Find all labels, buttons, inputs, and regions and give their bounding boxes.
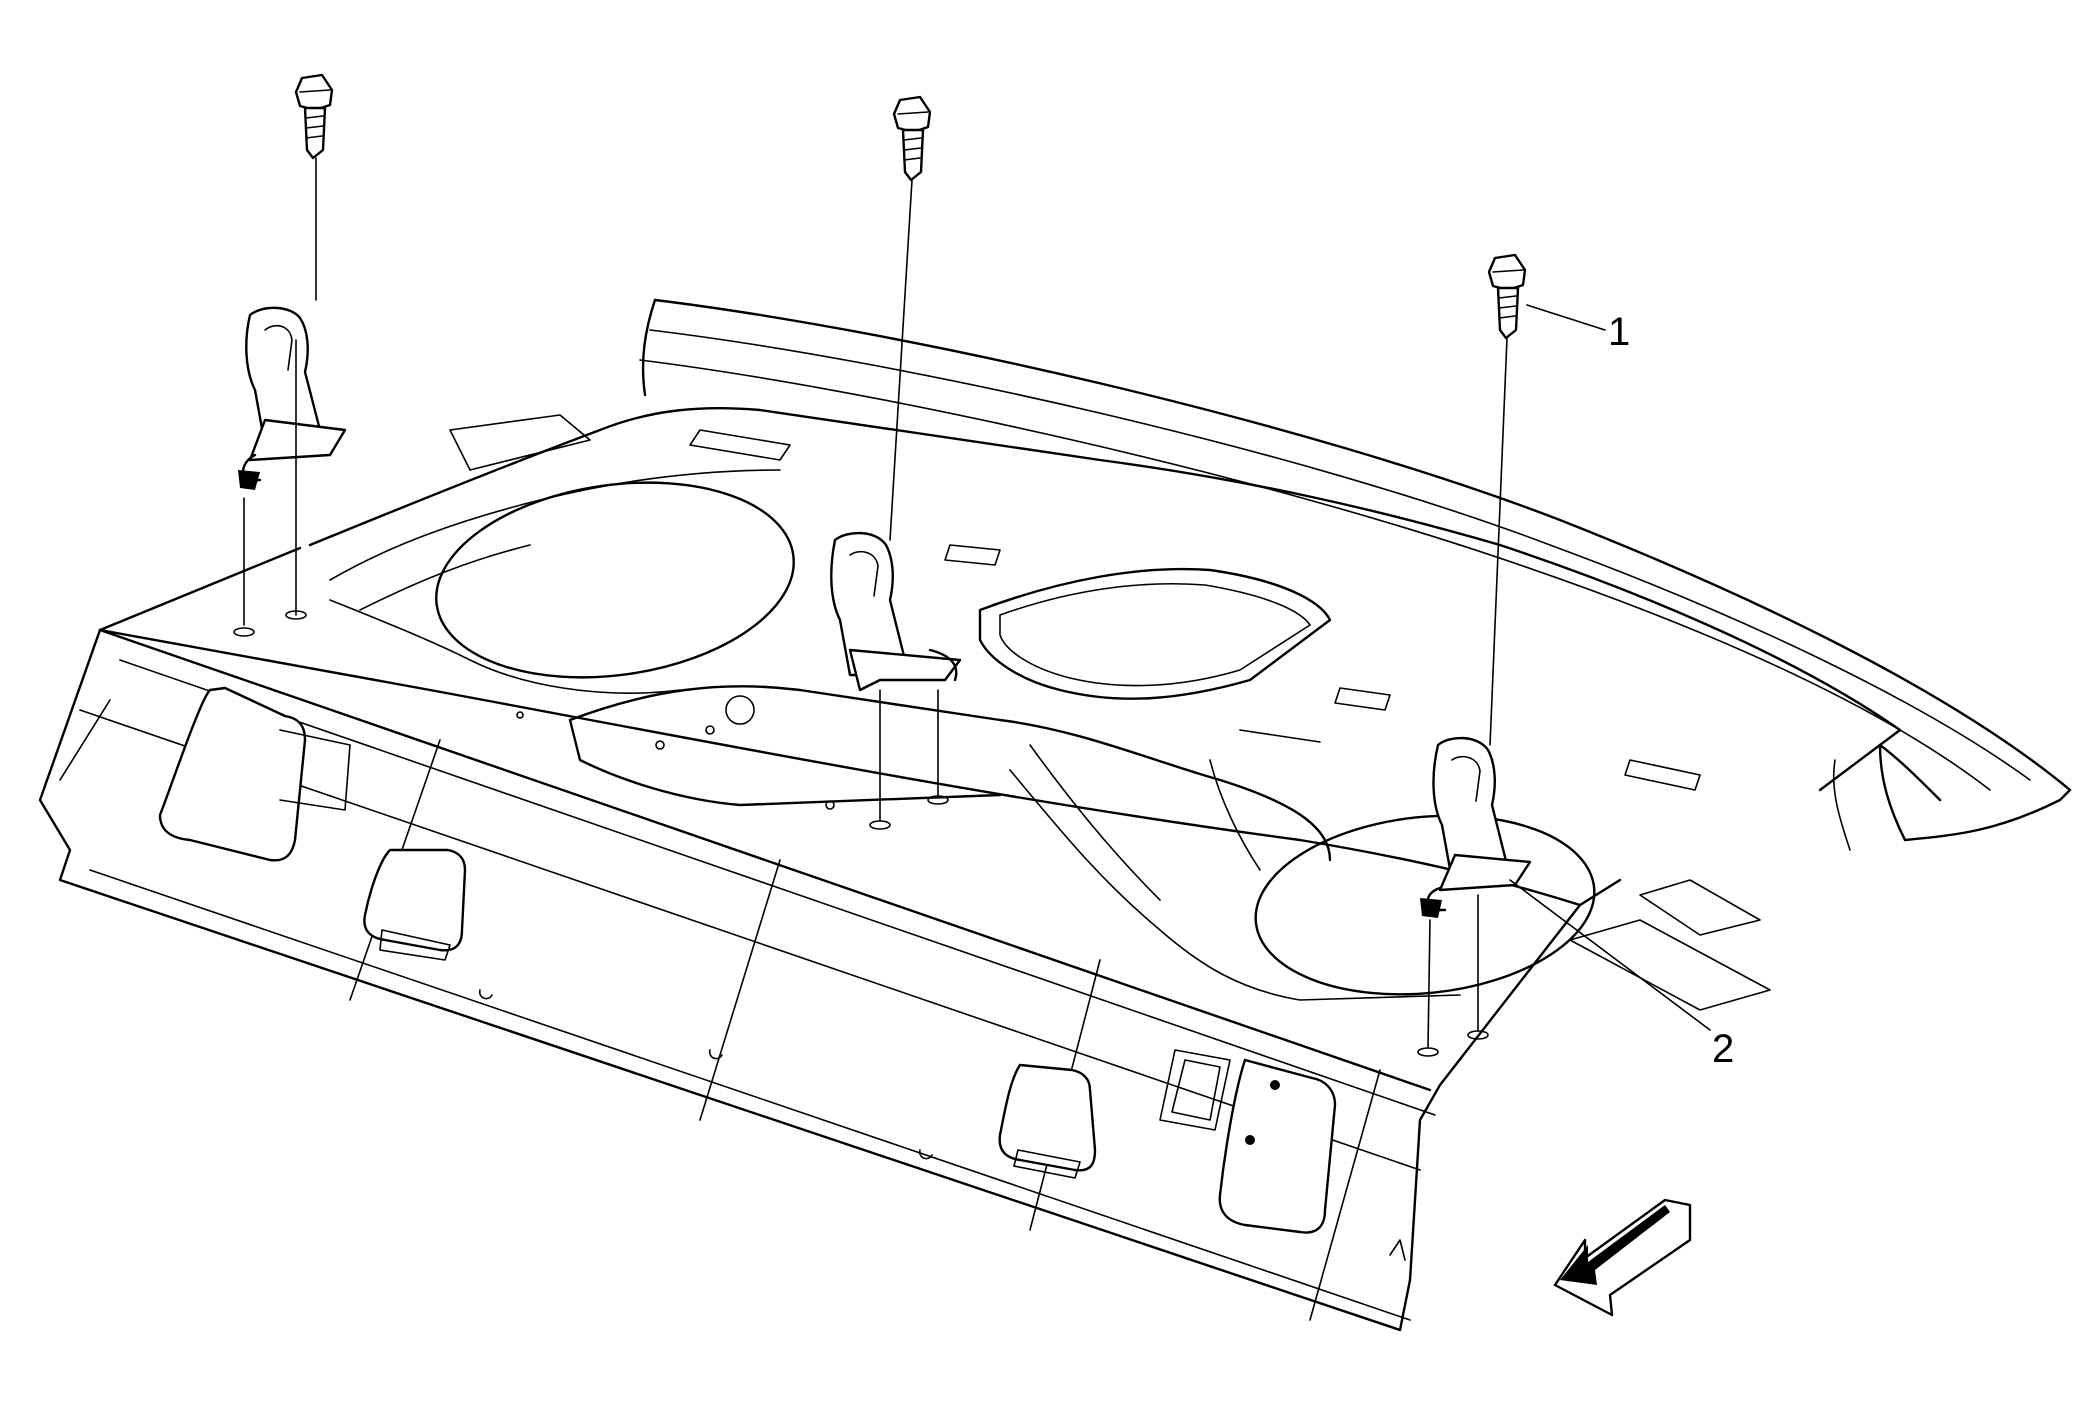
callout-1-label: 1 (1608, 310, 1630, 354)
callout-2: 2 (1509, 879, 1734, 1071)
anchor-bracket-left (238, 306, 347, 490)
rear-shelf-panel (98, 406, 1902, 1011)
bolt-center (869, 95, 949, 830)
callout-1: 1 (1526, 304, 1630, 354)
bolt-right (1417, 253, 1527, 1057)
anchor-bracket-center (830, 531, 962, 692)
front-arrow-icon (1553, 1198, 1692, 1317)
front-panel (38, 628, 1582, 1332)
anchor-bracket-right (1420, 736, 1532, 918)
bolt-left (233, 73, 334, 637)
callout-2-label: 2 (1712, 1027, 1734, 1071)
